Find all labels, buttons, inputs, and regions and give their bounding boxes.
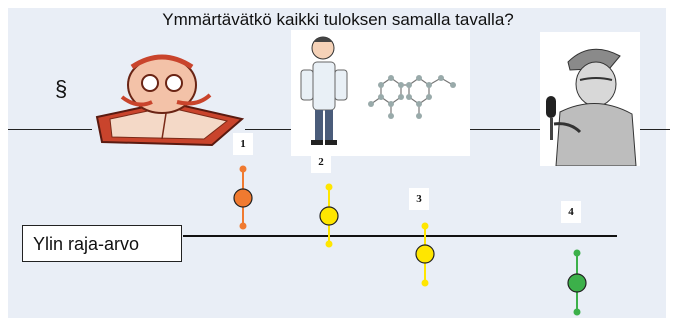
- section-symbol: §: [55, 76, 68, 101]
- result-3-upper: [421, 222, 429, 230]
- book-reader-illustration: [92, 47, 245, 147]
- result-3-lower: [421, 279, 429, 287]
- scientist-illustration: [291, 30, 470, 156]
- result-1-point: [233, 188, 253, 208]
- threshold-label: Ylin raja-arvo: [22, 225, 182, 262]
- result-2-point: [319, 206, 339, 226]
- upper-line-far-right: [640, 129, 670, 130]
- result-number-4: 4: [561, 201, 581, 223]
- result-2-upper: [325, 183, 333, 191]
- result-2-lower: [325, 240, 333, 248]
- result-1-lower: [239, 222, 247, 230]
- result-3-point: [415, 244, 435, 264]
- result-number-3: 3: [409, 188, 429, 210]
- result-marker-2: [319, 183, 339, 248]
- result-marker-3: [415, 222, 435, 287]
- result-1-upper: [239, 165, 247, 173]
- reporter-illustration: [540, 32, 640, 166]
- result-4-lower: [573, 308, 581, 316]
- result-number-2: 2: [311, 151, 331, 173]
- slide-title: Ymmärtävätkö kaikki tuloksen samalla tav…: [162, 10, 514, 29]
- upper-line-left: [8, 129, 92, 130]
- result-marker-4: [567, 249, 587, 316]
- result-4-point: [567, 273, 587, 293]
- result-marker-1: [233, 165, 253, 230]
- upper-line-right: [470, 129, 540, 130]
- result-number-1: 1: [233, 133, 253, 155]
- threshold-line: [183, 235, 617, 237]
- upper-line-middle: [245, 129, 291, 130]
- result-4-upper: [573, 249, 581, 257]
